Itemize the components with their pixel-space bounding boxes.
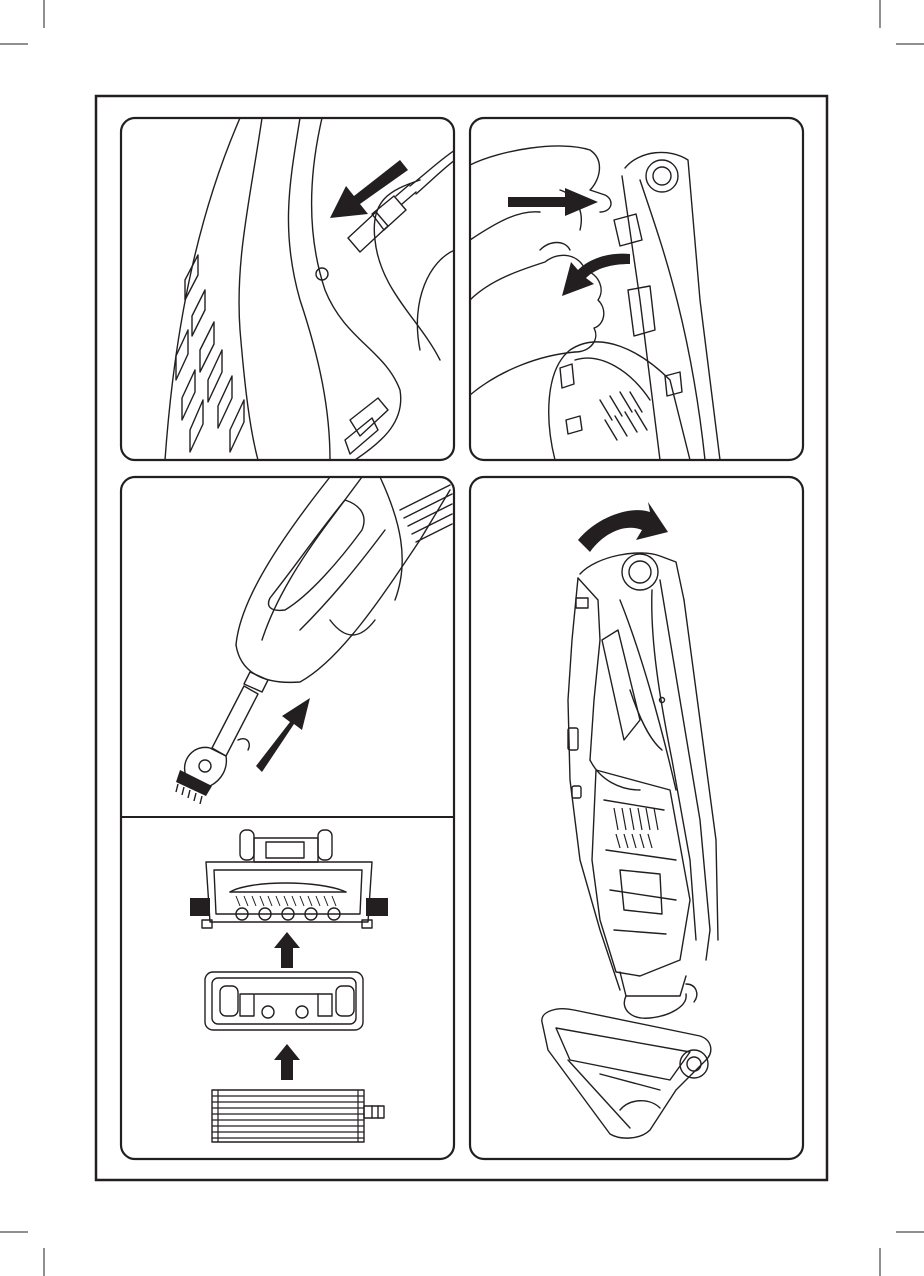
panel-release-handheld [470, 118, 803, 460]
panel-stick-vacuum-upright [470, 477, 803, 1159]
panel-charger-plug [121, 118, 455, 460]
